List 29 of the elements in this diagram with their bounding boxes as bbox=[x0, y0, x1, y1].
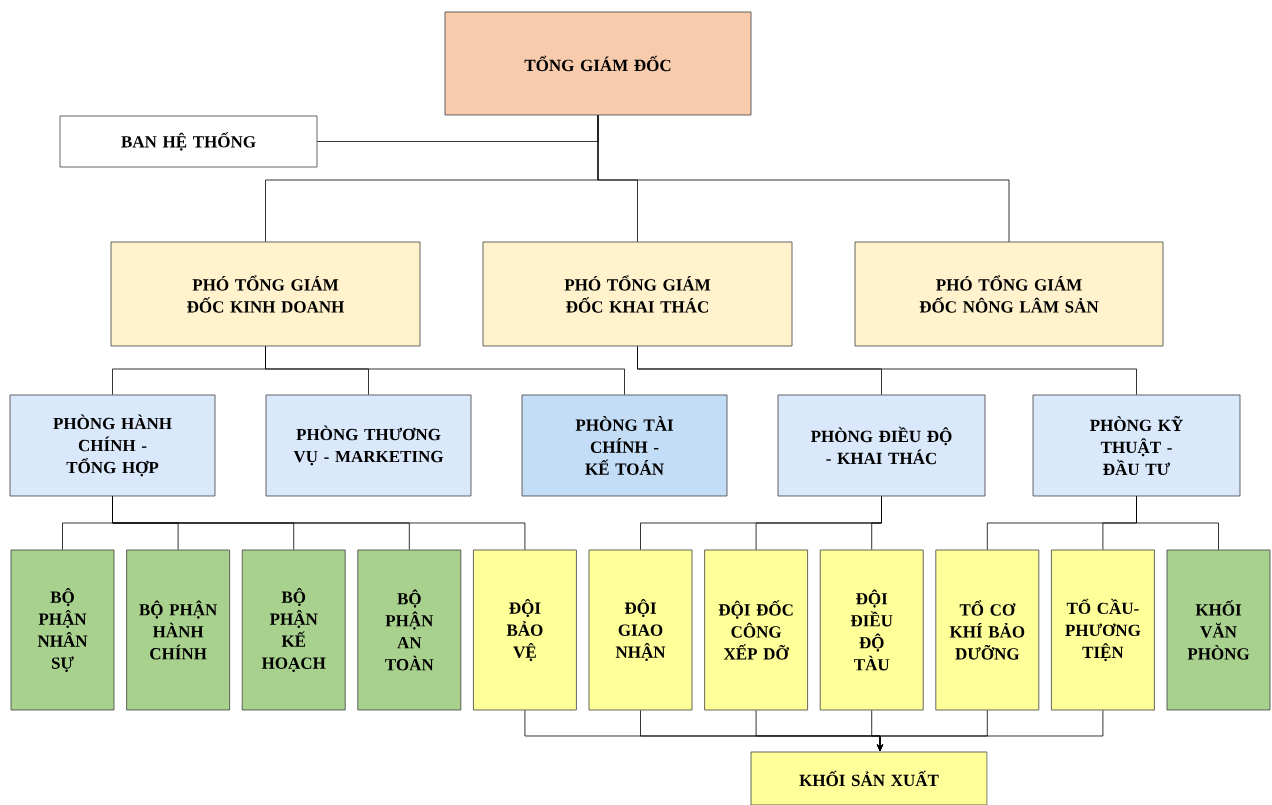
deputy-box: PHÓ TỔNG GIÁM ĐỐC KINH DOANH bbox=[110, 241, 421, 347]
unit-box: TỔ CƠ KHÍ BẢO DƯỠNG bbox=[935, 549, 1040, 711]
connector bbox=[871, 496, 882, 550]
director-box: TỔNG GIÁM ĐỐC bbox=[444, 11, 752, 116]
unit-box: TỔ CẦU-PHƯƠNG TIỆN bbox=[1051, 549, 1155, 711]
unit-box: BỘ PHẬN KẾ HOẠCH bbox=[241, 549, 346, 711]
connector bbox=[265, 346, 625, 395]
unit-box: BỘ PHẬN AN TOÀN bbox=[357, 549, 462, 711]
connector bbox=[597, 115, 1010, 242]
board-box: BAN HỆ THỐNG bbox=[59, 115, 318, 168]
connector bbox=[1136, 496, 1219, 550]
unit-box: ĐỘI ĐỐC CÔNG XẾP DỠ bbox=[704, 549, 808, 711]
department-box: PHÒNG THƯƠNG VỤ - MARKETING bbox=[265, 394, 472, 497]
unit-box: ĐỘI ĐIỀU ĐỘ TÀU bbox=[819, 549, 924, 711]
unit-box: BỘ PHẬN HÀNH CHÍNH bbox=[126, 549, 230, 711]
department-box: PHÒNG TÀI CHÍNH - KẾ TOÁN bbox=[521, 394, 728, 497]
deputy-box: PHÓ TỔNG GIÁM ĐỐC KHAI THÁC bbox=[482, 241, 793, 347]
unit-box: ĐỘI GIAO NHẬN bbox=[588, 549, 693, 711]
unit-box: KHỐI VĂN PHÒNG bbox=[1166, 549, 1271, 711]
connector bbox=[112, 496, 526, 550]
department-box: PHÒNG ĐIỀU ĐỘ - KHAI THÁC bbox=[777, 394, 986, 497]
department-box: PHÒNG KỸ THUẬT - ĐẦU TƯ bbox=[1032, 394, 1241, 497]
department-box: PHÒNG HÀNH CHÍNH - TỔNG HỢP bbox=[9, 394, 216, 497]
unit-box: KHỐI SẢN XUẤT bbox=[750, 751, 988, 805]
deputy-box: PHÓ TỔNG GIÁM ĐỐC NÔNG LÂM SẢN bbox=[854, 241, 1164, 347]
connector bbox=[637, 346, 1137, 395]
unit-box: BỘ PHẬN NHÂN SỰ bbox=[10, 549, 115, 711]
unit-box: ĐỘI BẢO VỆ bbox=[473, 549, 577, 711]
connector bbox=[877, 710, 1104, 751]
